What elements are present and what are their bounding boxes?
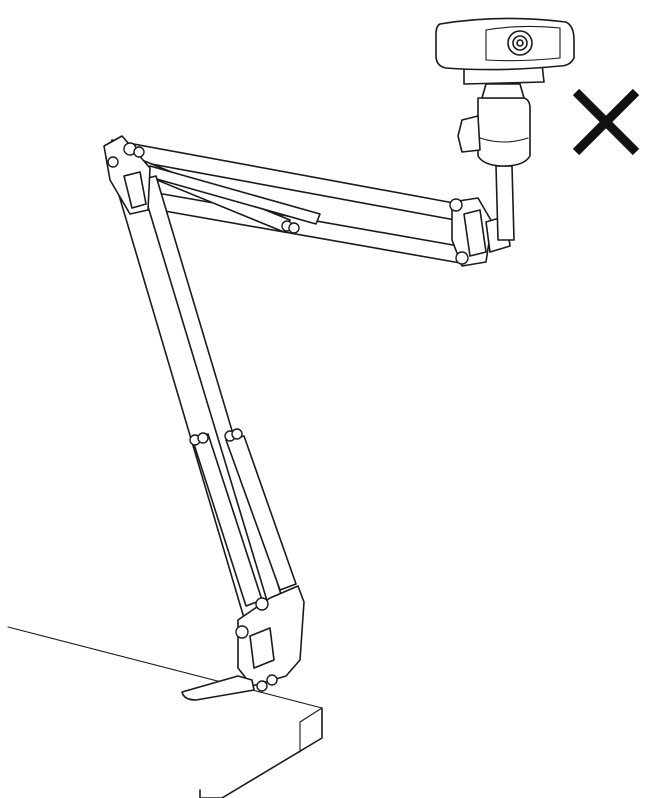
elbow-joint <box>103 135 151 215</box>
webcam <box>435 17 575 85</box>
desk-clamp <box>181 585 305 701</box>
desk <box>7 626 323 798</box>
arm-pivot-bolts <box>189 220 300 446</box>
cross-mark-icon <box>572 88 640 156</box>
camera-post <box>457 83 531 241</box>
